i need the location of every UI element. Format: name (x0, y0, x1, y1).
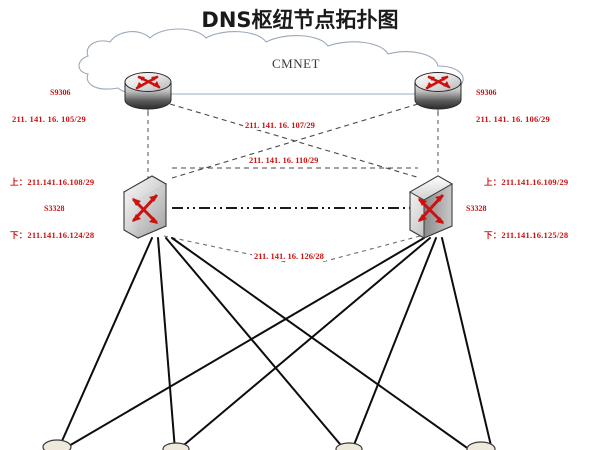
access-node-stubs (42, 439, 496, 450)
router-left-ip: 211. 141. 16. 105/29 (12, 114, 86, 124)
access-fanout-lines (57, 237, 493, 450)
link-cross-upper-label: 211. 141. 16. 107/29 (243, 120, 317, 130)
switch-left-uplink: 上：211.141.16.108/29 (10, 177, 95, 187)
switch-right-uplink: 上：211.141.16.109/29 (484, 177, 569, 187)
link-cross-lower-label: 211. 141. 16. 110/29 (247, 155, 321, 165)
switch-right-model: S3328 (466, 204, 487, 213)
switch-left-downlink: 下：211.141.16.124/28 (10, 230, 95, 240)
cmnet-cloud-label: CMNET (272, 56, 320, 71)
router-switch-vertical-links (147, 112, 439, 182)
router-icon-right[interactable] (414, 72, 462, 115)
switch-left-model: S3328 (44, 204, 65, 213)
router-left-model: S9306 (50, 88, 71, 97)
page-title: DNS枢纽节点拓扑图 (201, 8, 399, 32)
router-right-ip: 211. 141. 16. 106/29 (476, 114, 550, 124)
switch-icon-left[interactable] (122, 175, 180, 240)
switch-right-downlink: 下：211.141.16.125/28 (484, 230, 569, 240)
router-icon-left[interactable] (124, 72, 172, 115)
switch-downlink-v (163, 235, 421, 263)
router-switch-cross-links (169, 103, 421, 179)
link-switch-interconnect-label: 211. 141. 16. 126/28 (252, 251, 326, 261)
router-right-model: S9306 (476, 88, 497, 97)
switch-icon-right[interactable] (408, 175, 454, 239)
